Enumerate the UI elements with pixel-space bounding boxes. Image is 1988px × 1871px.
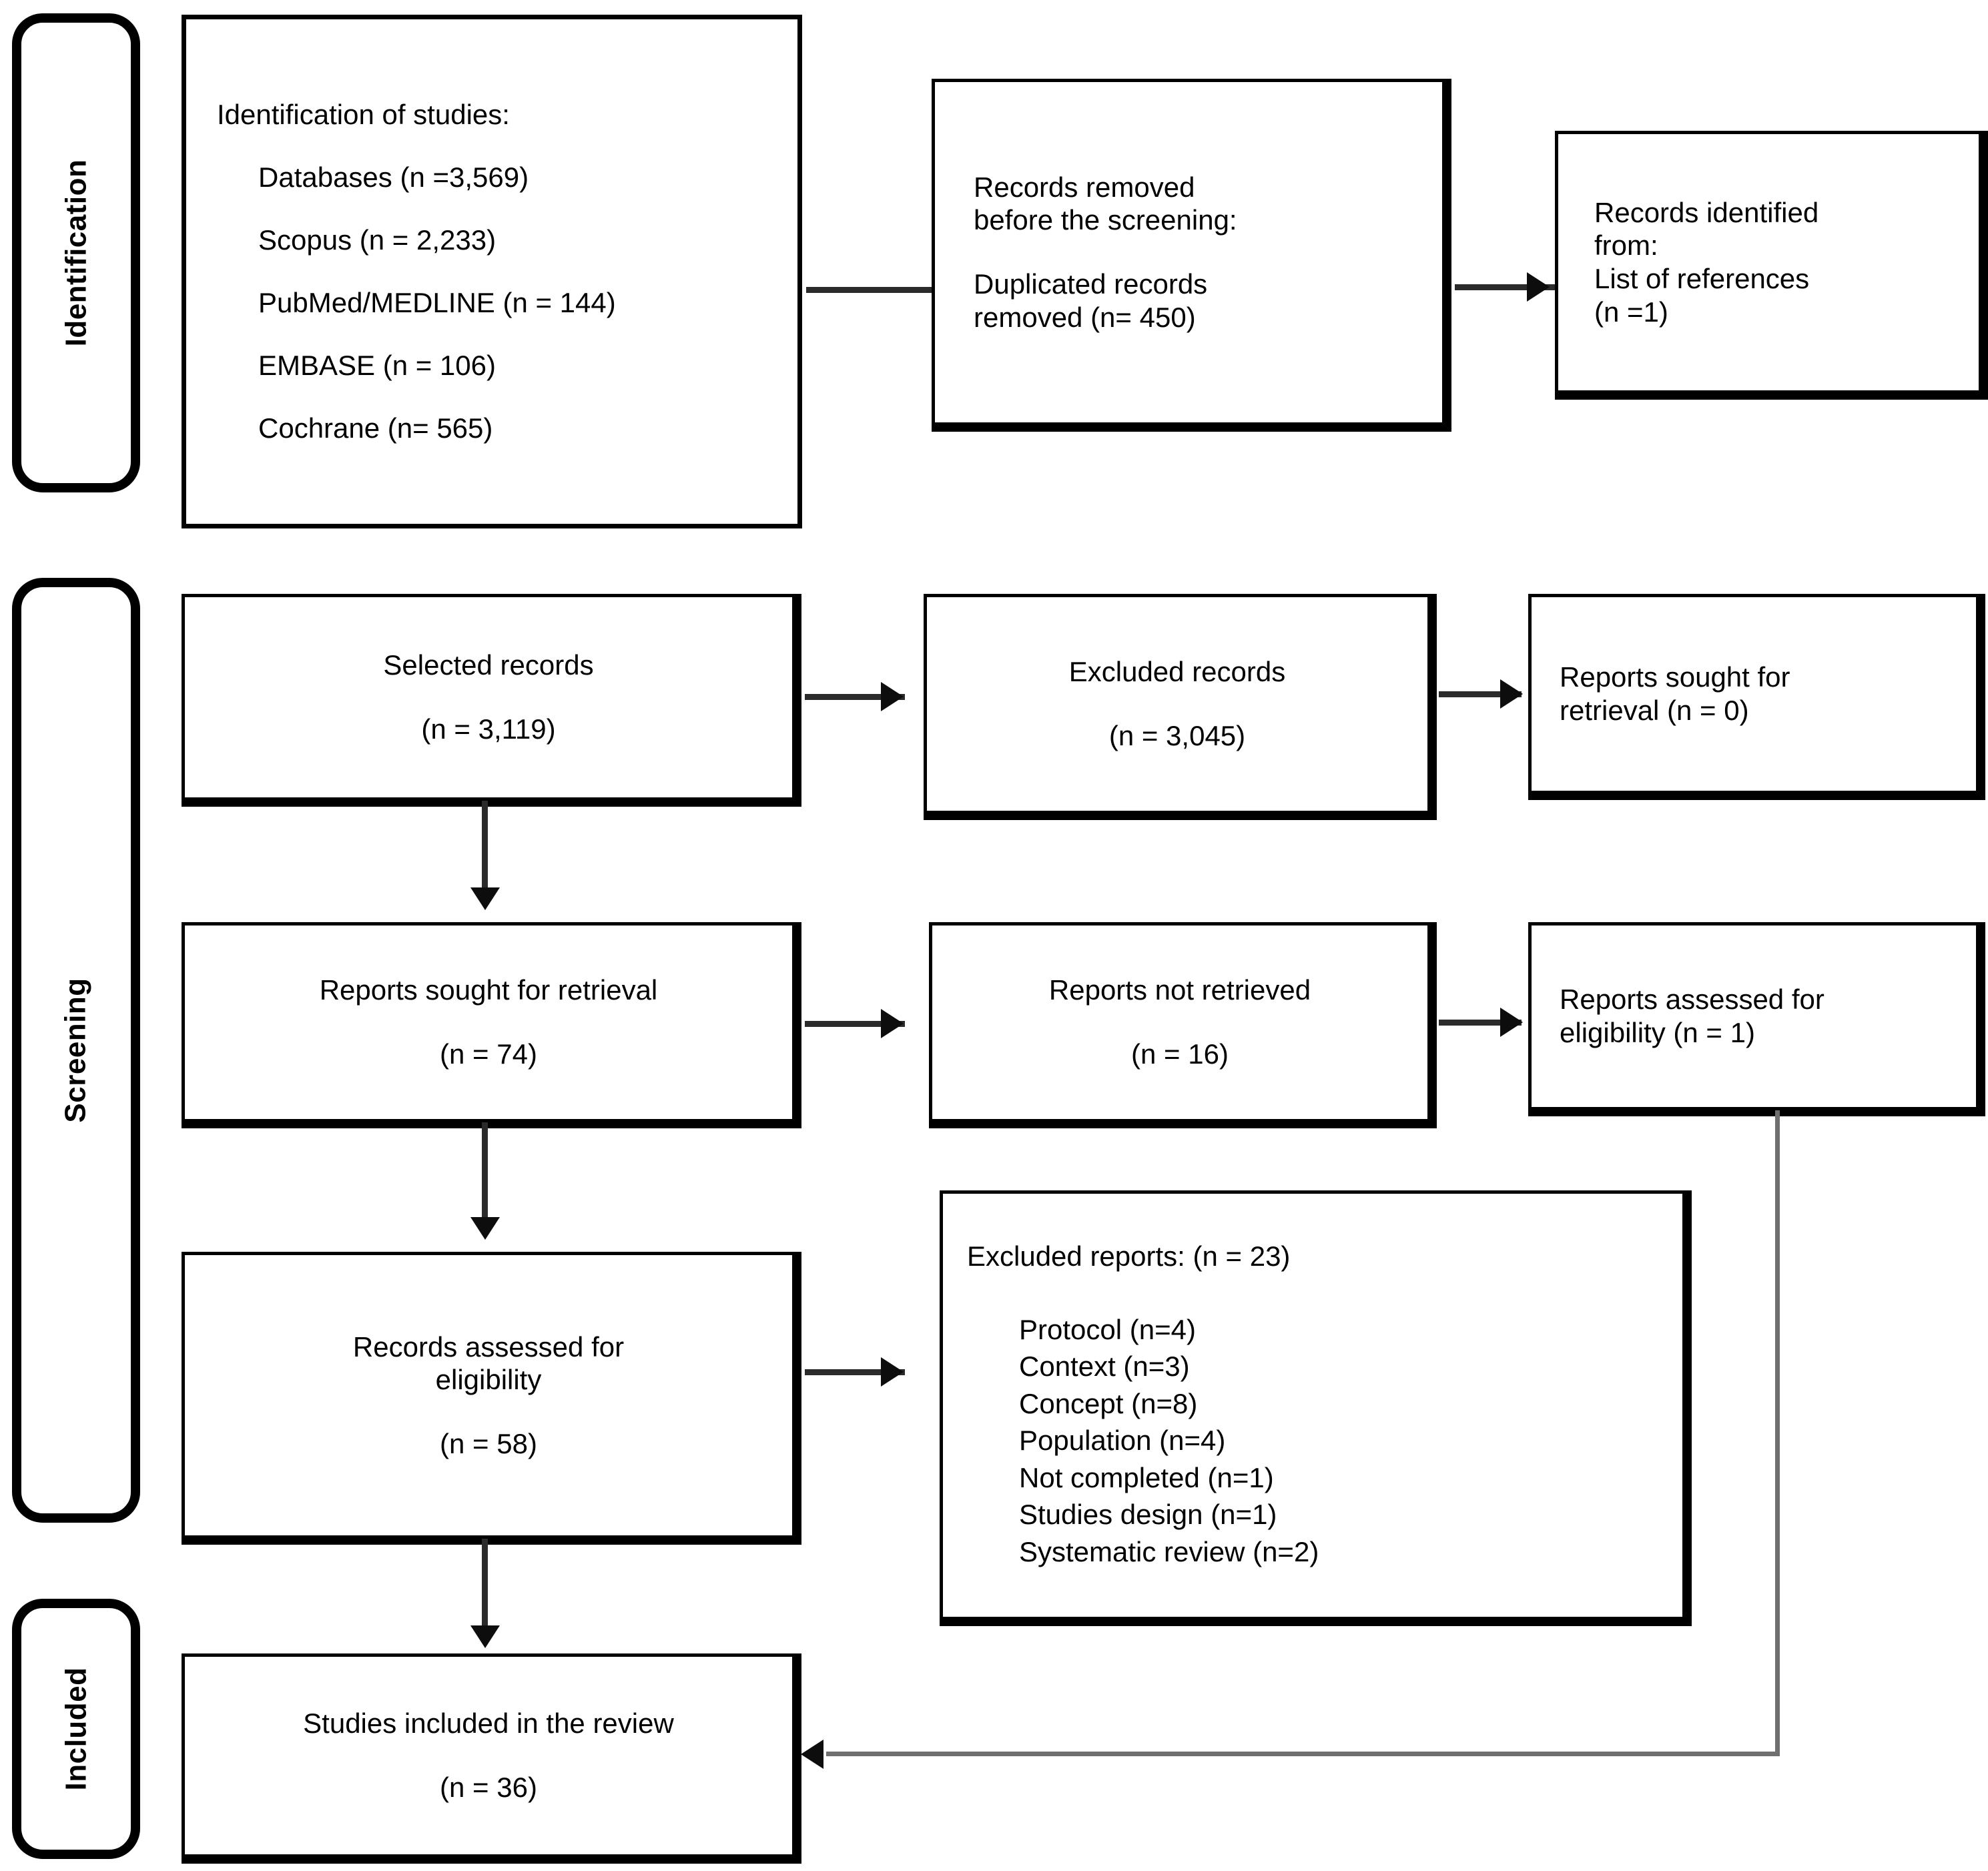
records-assessed-box: Records assessed for eligibility (n = 58…: [182, 1252, 795, 1539]
selected-records-line-2: (n = 3,119): [421, 713, 556, 745]
connector-excluded-to-sought-right: [1439, 691, 1522, 697]
arrowhead-records-assessed-to-included: [470, 1625, 500, 1648]
reports-not-retrieved-box: Reports not retrieved (n = 16): [929, 922, 1431, 1122]
excluded-records-line-1: Excluded records: [1068, 656, 1286, 688]
identification-heading: Identification of studies:: [217, 99, 510, 130]
reports-assessed-box: Reports assessed for eligibility (n = 1): [1528, 922, 1979, 1110]
connector-records-assessed-to-excluded-reports: [805, 1369, 905, 1375]
records-assessed-line-2: eligibility: [435, 1364, 542, 1396]
records-identified-box: Records identified from: List of referen…: [1555, 131, 1982, 394]
identification-box: Identification of studies: Databases (n …: [182, 15, 802, 528]
records-removed-line-4: removed (n= 450): [974, 301, 1196, 333]
arrowhead-records-assessed-to-excluded-reports: [881, 1357, 904, 1387]
connector-sought-to-not-retrieved: [805, 1021, 905, 1027]
excluded-reports-heading: Excluded reports: (n = 23): [967, 1240, 1291, 1272]
connector-removed-to-identified: [1455, 284, 1555, 290]
connector-identification-to-removed: [806, 287, 933, 293]
arrowhead-sought-to-not-retrieved: [881, 1009, 904, 1038]
reports-sought-right-box: Reports sought for retrieval (n = 0): [1528, 594, 1979, 794]
reports-sought-right-line-1: Reports sought for: [1560, 661, 1790, 693]
reports-assessed-line-1: Reports assessed for: [1560, 984, 1825, 1016]
excluded-reason-studies-design: Studies design (n=1): [1019, 1499, 1277, 1531]
reports-sought-line-1: Reports sought for retrieval: [319, 974, 658, 1006]
records-identified-line-3: List of references: [1594, 263, 1810, 294]
studies-included-box: Studies included in the review (n = 36): [182, 1653, 795, 1858]
studies-included-line-2: (n = 36): [440, 1772, 537, 1803]
excluded-records-box: Excluded records (n = 3,045): [924, 594, 1431, 814]
stage-pill-included: Included: [12, 1599, 140, 1859]
stage-pill-identification: Identification: [12, 13, 140, 492]
stage-pill-screening: Screening: [12, 578, 140, 1523]
connector-sought-to-records-assessed: [482, 1122, 488, 1232]
stage-label-included: Included: [59, 1667, 92, 1791]
arrowhead-removed-to-identified: [1527, 272, 1550, 302]
connector-not-retrieved-to-assessed: [1439, 1020, 1522, 1026]
identification-source-scopus: Scopus (n = 2,233): [258, 224, 496, 256]
excluded-reason-protocol: Protocol (n=4): [1019, 1313, 1196, 1345]
arrowhead-sought-to-records-assessed: [470, 1217, 500, 1240]
stage-label-screening: Screening: [59, 978, 92, 1123]
records-removed-line-1: Records removed: [974, 171, 1195, 203]
excluded-reports-box: Excluded reports: (n = 23) Protocol (n=4…: [940, 1190, 1686, 1620]
excluded-reason-concept: Concept (n=8): [1019, 1387, 1198, 1419]
reports-sought-line-2: (n = 74): [440, 1038, 537, 1070]
reports-assessed-line-2: eligibility (n = 1): [1560, 1017, 1755, 1048]
arrowhead-assessed-to-included: [801, 1740, 823, 1769]
connector-records-assessed-to-included: [482, 1539, 488, 1640]
records-identified-line-2: from:: [1594, 230, 1658, 262]
selected-records-box: Selected records (n = 3,119): [182, 594, 795, 801]
excluded-reason-systematic-review: Systematic review (n=2): [1019, 1535, 1319, 1567]
connector-selected-to-sought: [482, 801, 488, 901]
identification-source-cochrane: Cochrane (n= 565): [258, 412, 493, 444]
excluded-reason-population: Population (n=4): [1019, 1425, 1226, 1457]
identification-source-embase: EMBASE (n = 106): [258, 350, 496, 381]
excluded-reason-context: Context (n=3): [1019, 1351, 1190, 1383]
stage-label-identification: Identification: [59, 159, 92, 347]
connector-assessed-to-included-horizontal: [826, 1752, 1779, 1756]
records-assessed-line-3: (n = 58): [440, 1427, 537, 1459]
studies-included-line-1: Studies included in the review: [303, 1708, 674, 1740]
reports-not-retrieved-line-1: Reports not retrieved: [1048, 974, 1311, 1006]
arrowhead-selected-to-sought: [470, 887, 500, 910]
identification-source-databases: Databases (n =3,569): [258, 161, 529, 193]
records-removed-box: Records removed before the screening: Du…: [932, 79, 1445, 426]
excluded-records-line-2: (n = 3,045): [1108, 720, 1246, 751]
selected-records-line-1: Selected records: [383, 649, 594, 681]
arrowhead-excluded-to-sought-right: [1500, 679, 1523, 709]
records-identified-line-1: Records identified: [1594, 196, 1819, 228]
records-assessed-line-1: Records assessed for: [352, 1331, 625, 1363]
reports-not-retrieved-line-2: (n = 16): [1131, 1038, 1229, 1070]
excluded-reason-not-completed: Not completed (n=1): [1019, 1461, 1274, 1493]
records-removed-line-2: before the screening:: [974, 204, 1237, 236]
connector-assessed-to-included-vertical: [1775, 1110, 1780, 1756]
records-identified-line-4: (n =1): [1594, 296, 1668, 328]
identification-source-pubmed: PubMed/MEDLINE (n = 144): [258, 287, 616, 318]
arrowhead-not-retrieved-to-assessed: [1500, 1008, 1523, 1037]
arrowhead-selected-to-excluded: [881, 682, 904, 711]
records-removed-line-3: Duplicated records: [974, 268, 1208, 300]
connector-selected-to-excluded: [805, 694, 905, 700]
reports-sought-right-line-2: retrieval (n = 0): [1560, 695, 1749, 726]
reports-sought-box: Reports sought for retrieval (n = 74): [182, 922, 795, 1122]
